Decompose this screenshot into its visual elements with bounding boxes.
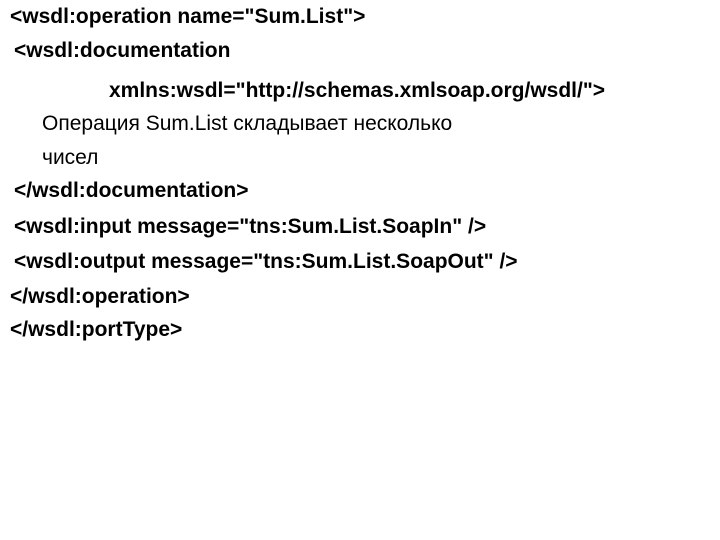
- operation-close-tag: </wsdl:operation>: [10, 285, 190, 308]
- documentation-text-line-2: чисел: [42, 146, 99, 169]
- operation-open-tag: <wsdl:operation name="Sum.List">: [10, 5, 366, 28]
- documentation-open-tag: <wsdl:documentation: [14, 39, 231, 62]
- namespace-attribute: xmlns:wsdl="http://schemas.xmlsoap.org/w…: [109, 79, 606, 102]
- documentation-close-tag: </wsdl:documentation>: [14, 179, 249, 202]
- documentation-text-line-1: Операция Sum.List складывает несколько: [42, 112, 453, 135]
- input-message-tag: <wsdl:input message="tns:Sum.List.SoapIn…: [14, 215, 487, 238]
- output-message-tag: <wsdl:output message="tns:Sum.List.SoapO…: [14, 250, 518, 273]
- porttype-close-tag: </wsdl:portType>: [10, 318, 183, 341]
